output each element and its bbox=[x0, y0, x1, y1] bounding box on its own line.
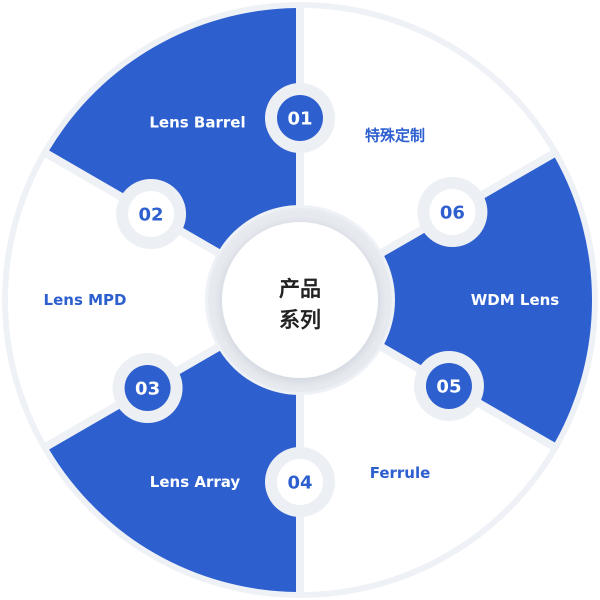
badge-01[interactable]: 01 bbox=[265, 83, 335, 153]
segment-label-03: Lens MPD bbox=[44, 291, 127, 309]
center-title-line1: 产品 bbox=[279, 277, 321, 301]
badge-06[interactable]: 06 bbox=[417, 177, 488, 247]
badge-06-disc bbox=[429, 189, 476, 235]
badge-05-number: 05 bbox=[436, 377, 461, 398]
badge-01-disc bbox=[277, 95, 323, 141]
badge-04[interactable]: 04 bbox=[265, 447, 335, 517]
segment-label-01: 特殊定制 bbox=[365, 126, 425, 144]
segment-labels: 特殊定制 WDM Lens Ferrule Lens Array Lens MP… bbox=[44, 113, 560, 490]
badge-02-disc bbox=[128, 191, 175, 237]
segment-label-05: Ferrule bbox=[370, 464, 431, 482]
center-title-line2: 系列 bbox=[279, 308, 321, 332]
badge-01-number: 01 bbox=[287, 109, 312, 130]
badge-05-disc bbox=[425, 363, 472, 409]
badge-04-number: 04 bbox=[287, 473, 312, 494]
badge-03-disc bbox=[124, 365, 171, 411]
center-hub: 产品 系列 bbox=[208, 208, 392, 392]
badge-03[interactable]: 03 bbox=[112, 353, 183, 423]
badge-03-number: 03 bbox=[135, 379, 160, 400]
badge-05[interactable]: 05 bbox=[413, 351, 484, 421]
sector-05[interactable] bbox=[304, 350, 551, 592]
segment-label-04: Lens Array bbox=[150, 473, 241, 491]
badge-02-number: 02 bbox=[139, 205, 164, 226]
number-badges: 01 06 05 04 03 bbox=[112, 83, 488, 517]
badge-02[interactable]: 02 bbox=[116, 179, 187, 249]
badge-04-disc bbox=[277, 459, 323, 505]
sector-04[interactable] bbox=[49, 350, 296, 592]
badge-06-number: 06 bbox=[440, 203, 465, 224]
sector-01[interactable] bbox=[304, 8, 551, 250]
center-hub-disc[interactable] bbox=[222, 222, 378, 378]
sector-02[interactable] bbox=[49, 8, 296, 250]
segment-label-02: Lens Barrel bbox=[149, 113, 245, 131]
segment-label-06: WDM Lens bbox=[471, 291, 560, 309]
